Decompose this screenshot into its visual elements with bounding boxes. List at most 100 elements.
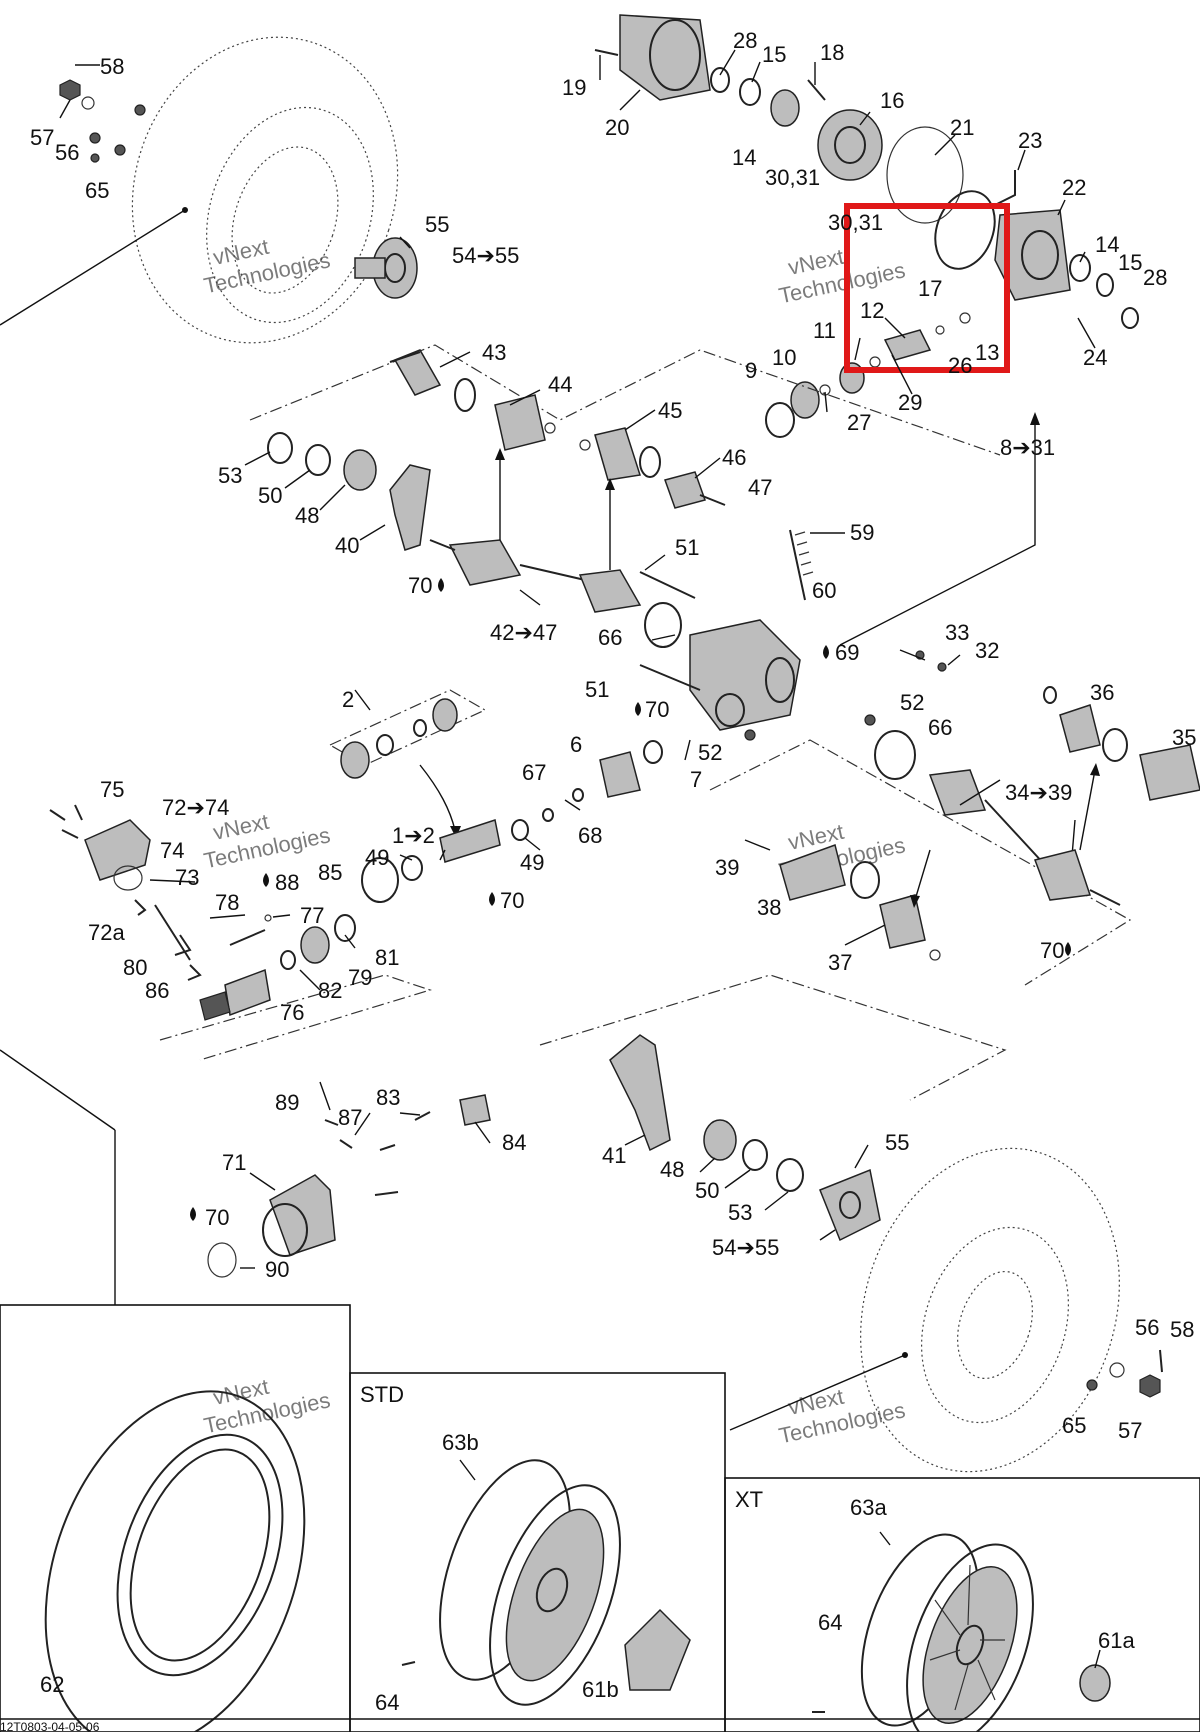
callout-66[interactable]: 66: [598, 625, 622, 650]
callout-47[interactable]: 47: [748, 475, 772, 500]
callout-57-b[interactable]: 57: [1118, 1418, 1142, 1443]
callout-53[interactable]: 53: [218, 463, 242, 488]
callout-52-b[interactable]: 52: [698, 740, 722, 765]
callout-64-b[interactable]: 64: [818, 1610, 842, 1635]
callout-37[interactable]: 37: [828, 950, 852, 975]
callout-28-b[interactable]: 28: [1143, 265, 1167, 290]
callout-79[interactable]: 79: [348, 965, 372, 990]
callout-77[interactable]: 77: [300, 903, 324, 928]
callout-72-74[interactable]: 72➔74: [162, 795, 229, 820]
callout-35[interactable]: 35: [1172, 725, 1196, 750]
callout-48-b[interactable]: 48: [660, 1157, 684, 1182]
callout-58[interactable]: 58: [100, 54, 124, 79]
callout-49[interactable]: 49: [365, 845, 389, 870]
callout-80[interactable]: 80: [123, 955, 147, 980]
callout-39[interactable]: 39: [715, 855, 739, 880]
callout-30-31[interactable]: 30,31: [765, 165, 820, 190]
callout-49-b[interactable]: 49: [520, 850, 544, 875]
callout-22[interactable]: 22: [1062, 175, 1086, 200]
callout-66-b[interactable]: 66: [928, 715, 952, 740]
callout-32[interactable]: 32: [975, 638, 999, 663]
callout-61a[interactable]: 61a: [1098, 1628, 1135, 1653]
callout-6[interactable]: 6: [570, 732, 582, 757]
callout-65[interactable]: 65: [85, 178, 109, 203]
callout-70[interactable]: 70: [408, 573, 432, 598]
callout-38[interactable]: 38: [757, 895, 781, 920]
callout-20[interactable]: 20: [605, 115, 629, 140]
callout-7[interactable]: 7: [690, 767, 702, 792]
callout-56[interactable]: 56: [55, 140, 79, 165]
callout-56-b[interactable]: 56: [1135, 1315, 1159, 1340]
callout-54-55[interactable]: 54➔55: [452, 243, 519, 268]
callout-33[interactable]: 33: [945, 620, 969, 645]
callout-73[interactable]: 73: [175, 865, 199, 890]
callout-89[interactable]: 89: [275, 1090, 299, 1115]
callout-70-d[interactable]: 70: [1040, 938, 1064, 963]
callout-70-b[interactable]: 70: [645, 697, 669, 722]
callout-51-b[interactable]: 51: [585, 677, 609, 702]
callout-86[interactable]: 86: [145, 978, 169, 1003]
callout-18[interactable]: 18: [820, 40, 844, 65]
callout-9[interactable]: 9: [745, 358, 757, 383]
callout-40[interactable]: 40: [335, 533, 359, 558]
callout-14[interactable]: 14: [732, 145, 756, 170]
callout-76[interactable]: 76: [280, 1000, 304, 1025]
callout-26[interactable]: 26: [948, 353, 972, 378]
callout-83[interactable]: 83: [376, 1085, 400, 1110]
callout-28[interactable]: 28: [733, 28, 757, 53]
callout-90[interactable]: 90: [265, 1257, 289, 1282]
highlight-box[interactable]: [844, 203, 1010, 373]
callout-44[interactable]: 44: [548, 372, 572, 397]
callout-23[interactable]: 23: [1018, 128, 1042, 153]
callout-51[interactable]: 51: [675, 535, 699, 560]
callout-53-b[interactable]: 53: [728, 1200, 752, 1225]
callout-13[interactable]: 13: [975, 340, 999, 365]
callout-41[interactable]: 41: [602, 1143, 626, 1168]
callout-59[interactable]: 59: [850, 520, 874, 545]
callout-62[interactable]: 62: [40, 1672, 64, 1697]
callout-70-e[interactable]: 70: [205, 1205, 229, 1230]
callout-36[interactable]: 36: [1090, 680, 1114, 705]
callout-34-39[interactable]: 34➔39: [1005, 780, 1072, 805]
callout-69[interactable]: 69: [835, 640, 859, 665]
callout-64[interactable]: 64: [375, 1690, 399, 1715]
callout-2[interactable]: 2: [342, 687, 354, 712]
callout-21[interactable]: 21: [950, 115, 974, 140]
callout-55[interactable]: 55: [425, 212, 449, 237]
callout-45[interactable]: 45: [658, 398, 682, 423]
callout-29[interactable]: 29: [898, 390, 922, 415]
callout-52[interactable]: 52: [900, 690, 924, 715]
callout-15-b[interactable]: 15: [1118, 250, 1142, 275]
callout-27[interactable]: 27: [847, 410, 871, 435]
callout-55-b[interactable]: 55: [885, 1130, 909, 1155]
callout-43[interactable]: 43: [482, 340, 506, 365]
callout-63b[interactable]: 63b: [442, 1430, 479, 1455]
callout-17[interactable]: 17: [918, 276, 942, 301]
callout-16[interactable]: 16: [880, 88, 904, 113]
callout-85[interactable]: 85: [318, 860, 342, 885]
callout-63a[interactable]: 63a: [850, 1495, 887, 1520]
callout-70-c[interactable]: 70: [500, 888, 524, 913]
callout-81[interactable]: 81: [375, 945, 399, 970]
callout-42-47[interactable]: 42➔47: [490, 620, 557, 645]
callout-87[interactable]: 87: [338, 1105, 362, 1130]
callout-46[interactable]: 46: [722, 445, 746, 470]
callout-82[interactable]: 82: [318, 978, 342, 1003]
callout-78[interactable]: 78: [215, 890, 239, 915]
callout-50-b[interactable]: 50: [695, 1178, 719, 1203]
callout-8-31[interactable]: 8➔31: [1000, 435, 1055, 460]
callout-88[interactable]: 88: [275, 870, 299, 895]
callout-74[interactable]: 74: [160, 838, 184, 863]
callout-60[interactable]: 60: [812, 578, 836, 603]
callout-71[interactable]: 71: [222, 1150, 246, 1175]
callout-19[interactable]: 19: [562, 75, 586, 100]
callout-24[interactable]: 24: [1083, 345, 1107, 370]
callout-12[interactable]: 12: [860, 298, 884, 323]
callout-61b[interactable]: 61b: [582, 1677, 619, 1702]
callout-14-b[interactable]: 14: [1095, 232, 1119, 257]
callout-10[interactable]: 10: [772, 345, 796, 370]
callout-65-b[interactable]: 65: [1062, 1413, 1086, 1438]
callout-54-55-b[interactable]: 54➔55: [712, 1235, 779, 1260]
callout-1-2[interactable]: 1➔2: [392, 823, 435, 848]
callout-50[interactable]: 50: [258, 483, 282, 508]
